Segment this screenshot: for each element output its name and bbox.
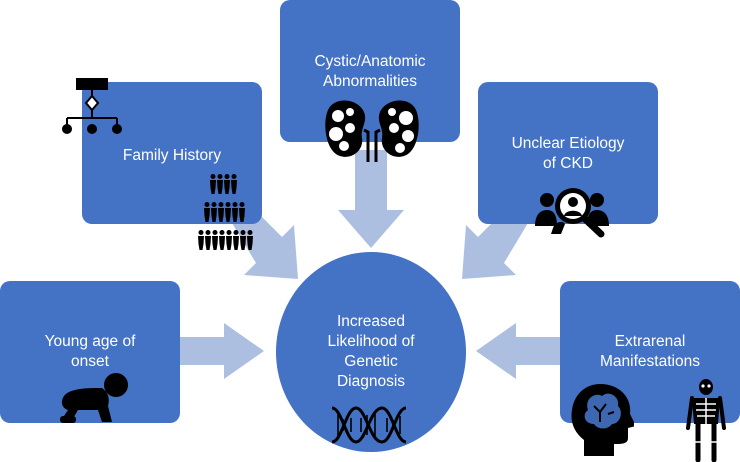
cystic-abnormalities-label: Cystic/Anatomic Abnormalities xyxy=(314,53,426,90)
population-icon xyxy=(198,174,253,250)
person-figure xyxy=(198,230,204,250)
person-figure xyxy=(211,202,217,222)
young-age-label: Young age of onset xyxy=(44,333,136,370)
person-figure xyxy=(224,174,230,194)
extrarenal-label: Extrarenal Manifestations xyxy=(600,333,700,370)
person-figure xyxy=(233,230,239,250)
arrow-young-to-center xyxy=(180,323,264,379)
genetic-diagnosis-label: Increased Likelihood of Genetic Diagnosi… xyxy=(327,313,415,390)
person-figure xyxy=(226,230,232,250)
dna-icon xyxy=(331,406,407,444)
person-figure xyxy=(204,202,210,222)
person-figure xyxy=(210,174,216,194)
crawling-baby-icon xyxy=(60,373,128,423)
arrow-cystic-to-center xyxy=(338,150,404,248)
person-figure xyxy=(232,202,238,222)
person-figure xyxy=(231,174,237,194)
person-figure xyxy=(225,202,231,222)
cystic-abnormalities-box xyxy=(280,0,460,142)
arrow-extrarenal-to-center xyxy=(476,323,560,379)
person-figure xyxy=(205,230,211,250)
person-figure xyxy=(212,230,218,250)
brain-head-icon xyxy=(571,384,634,456)
person-figure xyxy=(240,230,246,250)
person-figure xyxy=(239,202,245,222)
search-people-icon xyxy=(535,188,609,238)
person-figure xyxy=(218,202,224,222)
kidneys-icon xyxy=(325,100,419,162)
person-figure xyxy=(247,230,253,250)
family-history-label: Family History xyxy=(122,147,222,164)
skeleton-icon xyxy=(686,379,726,462)
person-figure xyxy=(217,174,223,194)
unclear-etiology-label: Unclear Etiology of CKD xyxy=(511,135,625,172)
pedigree-icon xyxy=(62,78,122,134)
family-history-box xyxy=(82,82,262,224)
person-figure xyxy=(219,230,225,250)
